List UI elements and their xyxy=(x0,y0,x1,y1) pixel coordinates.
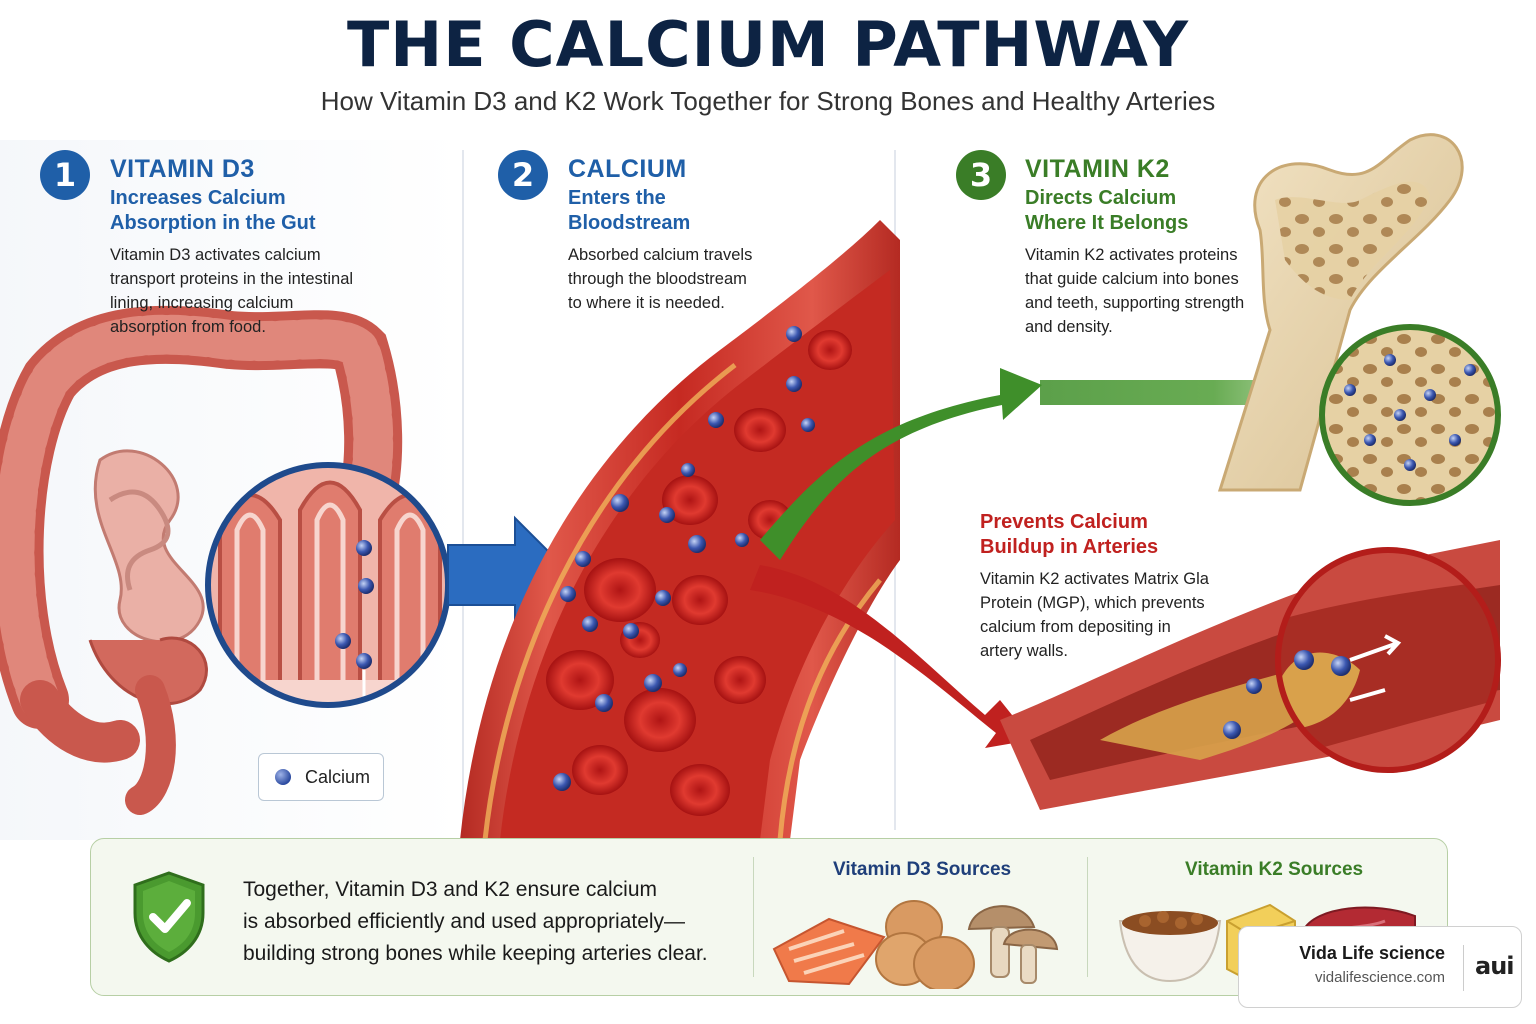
step-1-badge: 1 xyxy=(40,150,90,200)
step-3-subheading-line1: Directs Calcium xyxy=(1025,187,1177,209)
page-title: THE CALCIUM PATHWAY xyxy=(347,8,1189,81)
step-1-heading: VITAMIN D3 xyxy=(110,155,255,183)
arteries-description: Vitamin K2 activates Matrix Gla Protein … xyxy=(980,570,1209,660)
d3-sources-images xyxy=(772,900,1059,989)
step-1-description: Vitamin D3 activates calcium transport p… xyxy=(110,246,354,336)
page-subtitle: How Vitamin D3 and K2 Work Together for … xyxy=(320,86,1216,116)
step-1-subheading-line1: Increases Calcium xyxy=(110,187,286,209)
step-3-description: Vitamin K2 activates proteins that guide… xyxy=(1025,246,1245,336)
brand-badge: Vida Life science vidalifescience.com au… xyxy=(1238,926,1522,1008)
brand-url[interactable]: vidalifescience.com xyxy=(1314,969,1445,986)
green-arrow xyxy=(760,368,1042,560)
brand-separator xyxy=(1463,945,1464,991)
step-1-subheading-line2: Absorption in the Gut xyxy=(110,212,316,234)
bone-illustration xyxy=(1217,133,1501,506)
footer-divider-2 xyxy=(1087,857,1088,977)
calcium-legend: Calcium xyxy=(258,753,384,801)
check-shield-icon xyxy=(133,871,205,963)
step-3-heading: VITAMIN K2 xyxy=(1025,155,1170,183)
step-2-heading: CALCIUM xyxy=(568,155,687,183)
villi-magnifier xyxy=(205,462,451,708)
arteries-heading-line2: Buildup in Arteries xyxy=(980,536,1159,558)
legend-label: Calcium xyxy=(305,767,371,787)
artery-illustration xyxy=(1000,540,1501,810)
brand-logo: aui xyxy=(1475,952,1515,980)
summary-text: Together, Vitamin D3 and K2 ensure calci… xyxy=(243,878,708,965)
step-2-subheading-line1: Enters the xyxy=(568,187,666,209)
blood-vessel-illustration xyxy=(460,220,900,841)
brand-name: Vida Life science xyxy=(1299,943,1445,963)
step-2-description: Absorbed calcium travels through the blo… xyxy=(568,246,753,312)
arteries-heading-line1: Prevents Calcium xyxy=(980,511,1148,533)
calcium-dot-icon xyxy=(275,769,291,785)
d3-sources-title: Vitamin D3 Sources xyxy=(833,859,1012,880)
step-3-subheading-line2: Where It Belongs xyxy=(1025,212,1189,234)
step-2-subheading-line2: Bloodstream xyxy=(568,212,691,234)
step-3-badge: 3 xyxy=(956,150,1006,200)
footer-divider xyxy=(753,857,754,977)
red-arrow xyxy=(750,565,1032,748)
intestine-illustration xyxy=(0,305,403,815)
step-2-badge: 2 xyxy=(498,150,548,200)
k2-sources-title: Vitamin K2 Sources xyxy=(1185,859,1364,880)
